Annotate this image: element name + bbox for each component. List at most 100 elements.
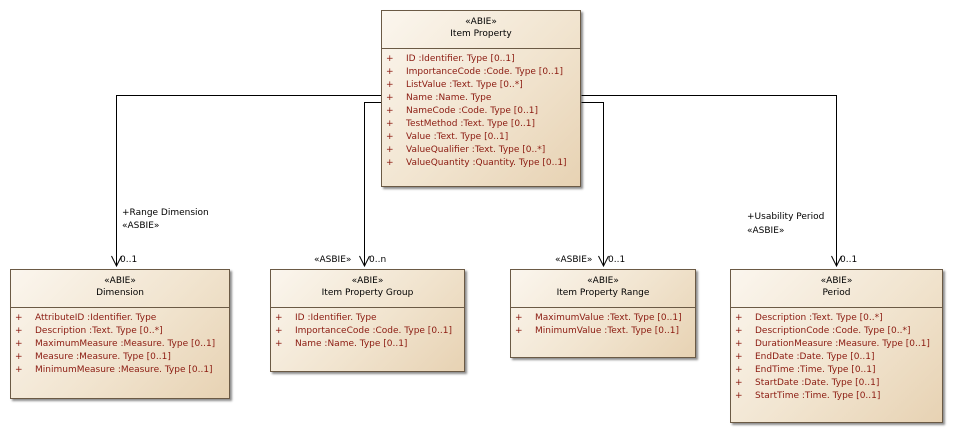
attribute-text: MaximumValue :Text. Type [0..1] [535, 313, 682, 323]
attribute-text: EndDate :Date. Type [0..1] [755, 352, 875, 362]
attribute-row[interactable]: + DescriptionCode :Code. Type [0..*] [735, 325, 942, 338]
class-item-property-group[interactable]: «ABIE» Item Property Group +ID :Identifi… [270, 269, 465, 372]
attribute-row[interactable]: +ID :Identifier. Type [0..1] [386, 53, 580, 66]
attribute-text: Measure :Measure. Type [0..1] [35, 352, 171, 362]
attribute-row[interactable]: + ImportanceCode :Code. Type [0..1] [275, 325, 464, 338]
attribute-text: ValueQuantity :Quantity. Type [0..1] [406, 158, 567, 168]
attribute-row[interactable]: + EndTime :Time. Type [0..1] [735, 364, 942, 377]
visibility-marker: + [386, 93, 394, 103]
attribute-row[interactable]: +MaximumValue :Text. Type [0..1] [515, 312, 695, 325]
attribute-row[interactable]: +Value :Text. Type [0..1] [386, 131, 580, 144]
attribute-row[interactable]: +DurationMeasure :Measure. Type [0..1] [735, 338, 942, 351]
attribute-row[interactable]: +ImportanceCode :Code. Type [0..1] [386, 66, 580, 79]
role-label-period: +Usability Period [747, 212, 825, 222]
association-line-group [364, 102, 382, 266]
attribute-text: ImportanceCode :Code. Type [0..1] [295, 326, 452, 336]
attribute-text: Description :Text. Type [0..*] [755, 313, 883, 323]
class-header: «ABIE» Period [731, 270, 942, 308]
visibility-marker: + [15, 313, 23, 323]
attribute-row[interactable]: + StartDate :Date. Type [0..1] [735, 377, 942, 390]
attribute-row[interactable]: + StartTime :Time. Type [0..1] [735, 390, 942, 403]
attribute-list: +ID :Identifier. Type+ImportanceCode :Co… [271, 308, 464, 351]
visibility-marker: + [735, 378, 743, 388]
visibility-marker: + [735, 352, 743, 362]
association-arrowhead-group [359, 255, 370, 268]
attribute-text: TestMethod :Text. Type [0..1] [406, 119, 536, 129]
attribute-row[interactable]: + MaximumMeasure :Measure. Type [0..1] [15, 338, 229, 351]
attribute-row[interactable]: + TestMethod :Text. Type [0..1] [386, 118, 580, 131]
attribute-row[interactable]: + Measure :Measure. Type [0..1] [15, 351, 229, 364]
attribute-row[interactable]: + ValueQuantity :Quantity. Type [0..1] [386, 157, 580, 170]
class-item-property-range[interactable]: «ABIE» Item Property Range +MaximumValue… [510, 269, 696, 358]
stereotype-label-group: «ASBIE» [314, 255, 352, 265]
association-arrowhead-dimension [111, 255, 122, 268]
class-item-property[interactable]: «ABIE» Item Property +ID :Identifier. Ty… [381, 10, 581, 187]
attribute-text: DescriptionCode :Code. Type [0..*] [755, 326, 911, 336]
attribute-row[interactable]: + ListValue :Text. Type [0..*] [386, 79, 580, 92]
attribute-list: +ID :Identifier. Type [0..1]+ImportanceC… [382, 49, 580, 170]
attribute-list: +MaximumValue :Text. Type [0..1]+Minimum… [511, 308, 695, 338]
attribute-row[interactable]: + AttributeID :Identifier. Type [15, 312, 229, 325]
association-line-period [581, 95, 837, 266]
class-stereotype: «ABIE» [820, 276, 853, 286]
attribute-row[interactable]: + Description :Text. Type [0..*] [735, 312, 942, 325]
class-header: «ABIE» Dimension [11, 270, 229, 308]
visibility-marker: + [275, 326, 283, 336]
attribute-row[interactable]: +NameCode :Code. Type [0..1] [386, 105, 580, 118]
multiplicity-label-range: 0..1 [608, 255, 626, 265]
visibility-marker: + [15, 352, 23, 362]
class-stereotype: «ABIE» [587, 276, 619, 286]
attribute-row[interactable]: +ID :Identifier. Type [275, 312, 464, 325]
visibility-marker: + [386, 158, 394, 168]
class-header: «ABIE» Item Property [382, 11, 580, 49]
attribute-text: Description :Text. Type [0..*] [35, 326, 163, 336]
attribute-row[interactable]: +ValueQualifier :Text. Type [0..*] [386, 144, 580, 157]
visibility-marker: + [735, 391, 743, 401]
stereotype-label-period: «ASBIE» [747, 226, 785, 236]
class-name: Item Property Group [321, 288, 414, 298]
attribute-text: StartTime :Time. Type [0..1] [755, 391, 881, 401]
multiplicity-label-period: 0..1 [840, 255, 858, 265]
attribute-text: Value :Text. Type [0..1] [406, 132, 509, 142]
attribute-text: MinimumValue :Text. Type [0..1] [535, 326, 679, 336]
class-header: «ABIE» Item Property Range [511, 270, 695, 308]
attribute-text: NameCode :Code. Type [0..1] [406, 106, 538, 116]
visibility-marker: + [15, 339, 23, 349]
attribute-text: EndTime :Time. Type [0..1] [755, 365, 876, 375]
association-arrowhead-period [831, 255, 842, 268]
attribute-text: MaximumMeasure :Measure. Type [0..1] [35, 339, 216, 349]
multiplicity-label-group: 0..n [369, 255, 387, 265]
class-period[interactable]: «ABIE» Period + Description :Text. Type [… [730, 269, 943, 423]
visibility-marker: + [735, 313, 743, 323]
attribute-row[interactable]: +Name :Name. Type [0..1] [275, 338, 464, 351]
class-stereotype: «ABIE» [465, 17, 497, 27]
visibility-marker: + [735, 326, 743, 336]
attribute-text: AttributeID :Identifier. Type [35, 313, 157, 323]
visibility-marker: + [15, 326, 23, 336]
attribute-text: Name :Name. Type [406, 93, 492, 103]
multiplicity-label-dimension: 0..1 [120, 255, 138, 265]
attribute-text: StartDate :Date. Type [0..1] [755, 378, 880, 388]
attribute-row[interactable]: + Name :Name. Type [386, 92, 580, 105]
attribute-row[interactable]: + Description :Text. Type [0..*] [15, 325, 229, 338]
visibility-marker: + [386, 80, 394, 90]
attribute-row[interactable]: +MinimumMeasure :Measure. Type [0..1] [15, 364, 229, 377]
visibility-marker: + [386, 54, 394, 64]
stereotype-label-dimension: «ASBIE» [122, 221, 160, 231]
attribute-text: ValueQualifier :Text. Type [0..*] [406, 145, 546, 155]
visibility-marker: + [275, 339, 283, 349]
class-name: Item Property [450, 29, 512, 39]
class-name: Period [822, 288, 851, 298]
visibility-marker: + [386, 119, 394, 129]
class-header: «ABIE» Item Property Group [271, 270, 464, 308]
attribute-row[interactable]: + EndDate :Date. Type [0..1] [735, 351, 942, 364]
attribute-list: + Description :Text. Type [0..*] + Descript… [731, 308, 942, 403]
role-label-dimension: +Range Dimension [122, 208, 209, 218]
attribute-row[interactable]: +MinimumValue :Text. Type [0..1] [515, 325, 695, 338]
attribute-text: ListValue :Text. Type [0..*] [406, 80, 523, 90]
class-dimension[interactable]: «ABIE» Dimension + AttributeID :Identifie… [10, 269, 230, 399]
class-stereotype: «ABIE» [104, 276, 136, 286]
visibility-marker: + [386, 67, 394, 77]
visibility-marker: + [735, 365, 743, 375]
